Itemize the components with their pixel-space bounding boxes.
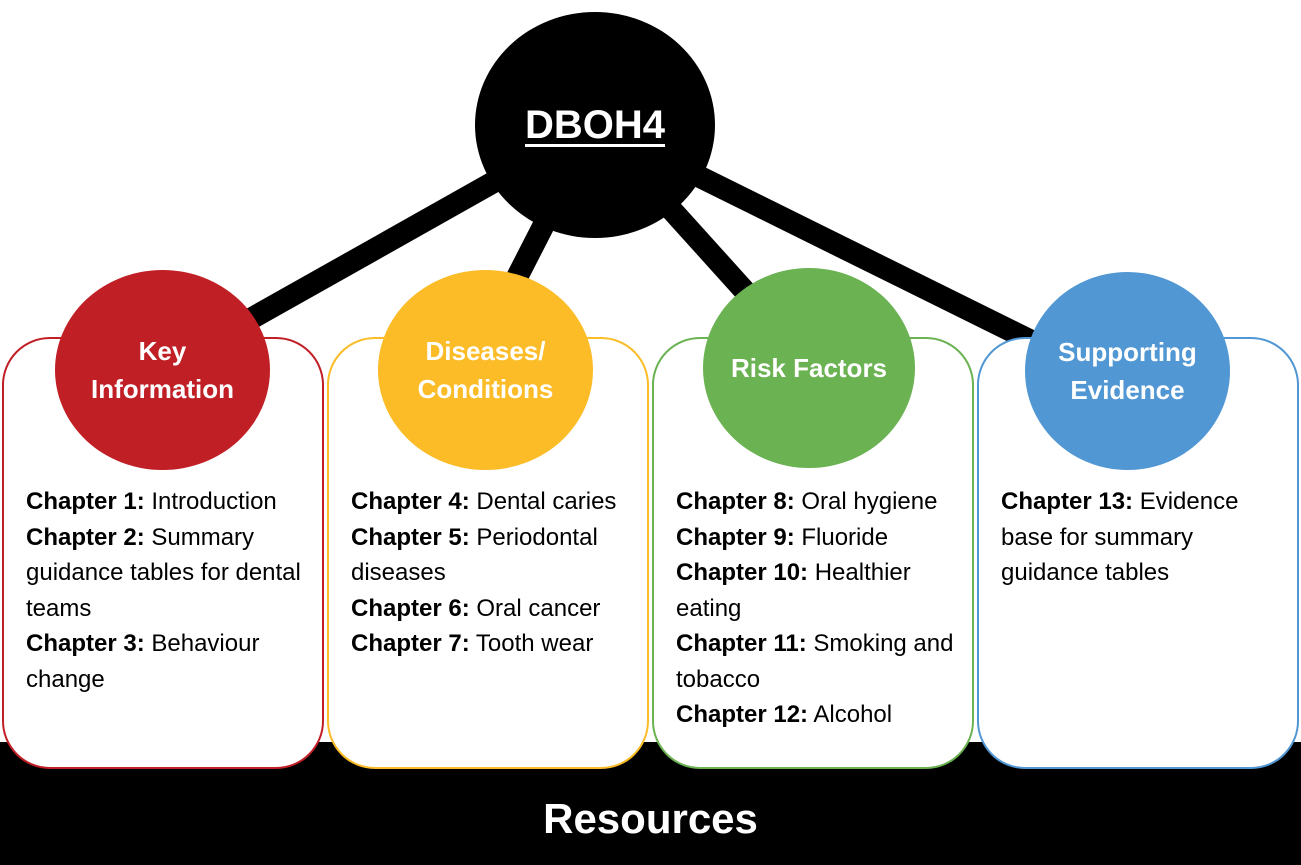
circle-diseases-conditions: Diseases/Conditions: [378, 270, 593, 470]
list-item: Chapter 4: Dental caries: [351, 488, 617, 515]
list-item: Chapter 7: Tooth wear: [351, 630, 594, 657]
chapter-list: Chapter 13: Evidence base for summary gu…: [1001, 484, 1287, 591]
chapter-list: Chapter 4: Dental caries Chapter 5: Peri…: [351, 484, 637, 662]
hub-label: DBOH4: [524, 102, 666, 147]
hub-circle: DBOH4: [475, 12, 715, 238]
card-supporting-evidence: Chapter 13: Evidence base for summary gu…: [977, 337, 1299, 769]
list-item: Chapter 6: Oral cancer: [351, 594, 601, 622]
list-item: Chapter 8: Oral hygiene: [676, 488, 938, 515]
circle-risk-factors: Risk Factors: [703, 268, 915, 468]
list-item: Chapter 1: Introduction: [26, 488, 277, 515]
list-item: Chapter 3: Behaviour change: [26, 630, 260, 693]
chapter-list: Chapter 8: Oral hygiene Chapter 9: Fluor…: [676, 484, 962, 733]
chapter-list: Chapter 1: Introduction Chapter 2: Summa…: [26, 484, 312, 697]
list-item: Chapter 13: Evidence base for summary gu…: [1001, 488, 1239, 586]
card-diseases-conditions: Chapter 4: Dental caries Chapter 5: Peri…: [327, 337, 649, 769]
list-item: Chapter 2: Summary guidance tables for d…: [26, 523, 301, 622]
list-item: Chapter 10: Healthier eating: [676, 559, 911, 622]
list-item: Chapter 11: Smoking and tobacco: [676, 630, 954, 693]
list-item: Chapter 5: Periodontal diseases: [351, 523, 598, 587]
resources-label: Resources: [543, 795, 758, 842]
list-item: Chapter 9: Fluoride: [676, 523, 889, 551]
list-item: Chapter 12: Alcohol: [676, 701, 893, 728]
